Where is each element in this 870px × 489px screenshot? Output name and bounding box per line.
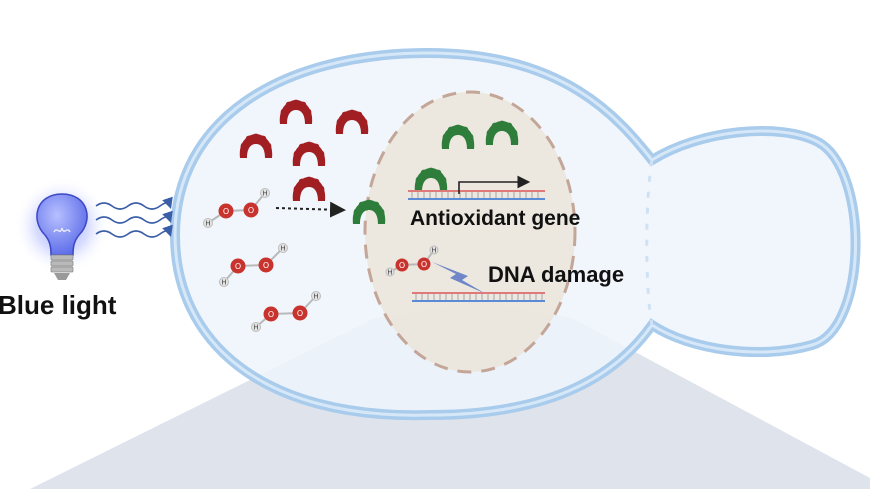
dna-strand-icon: [408, 190, 545, 200]
bud-neck: [645, 159, 654, 326]
oxygen-atom-label: O: [268, 310, 274, 319]
oxygen-atom-label: O: [399, 261, 405, 270]
hydrogen-atom-label: H: [387, 269, 392, 277]
hydrogen-atom-label: H: [431, 247, 436, 255]
oxygen-atom-label: O: [235, 262, 241, 271]
hydrogen-peroxide-icon: O O H H: [219, 243, 288, 287]
antioxidant-gene-label: Antioxidant gene: [410, 207, 580, 230]
hydrogen-peroxide-icon: O O H H: [203, 188, 270, 228]
oxygen-atom-label: O: [248, 206, 254, 215]
dna-strand-icon: [412, 292, 545, 302]
hydrogen-atom-label: H: [262, 190, 267, 198]
oxygen-atom-label: O: [297, 309, 303, 318]
light-bulb-icon: [14, 178, 110, 280]
lightning-bolt-icon: [432, 262, 486, 294]
transcription-arrow-icon: [458, 175, 531, 194]
hydrogen-atom-label: H: [221, 279, 226, 287]
oxygen-atom-label: O: [223, 207, 229, 216]
hydrogen-peroxide-icon: O O H H: [251, 291, 321, 332]
activation-arrow: [275, 201, 346, 218]
hydrogen-atom-label: H: [205, 220, 210, 228]
light-wave-icon: [95, 196, 173, 238]
hydrogen-peroxide-icon: O O H H: [385, 245, 439, 277]
dna-damage-label: DNA damage: [488, 262, 624, 287]
oxygen-atom-label: O: [263, 261, 269, 270]
oxygen-atom-label: O: [421, 260, 427, 269]
hydrogen-atom-label: H: [313, 293, 318, 301]
cell-outline-highlight: [173, 51, 858, 417]
hydrogen-atom-label: H: [253, 324, 258, 332]
hydrogen-atom-label: H: [280, 245, 285, 253]
blue-light-label: Blue light: [0, 290, 117, 320]
